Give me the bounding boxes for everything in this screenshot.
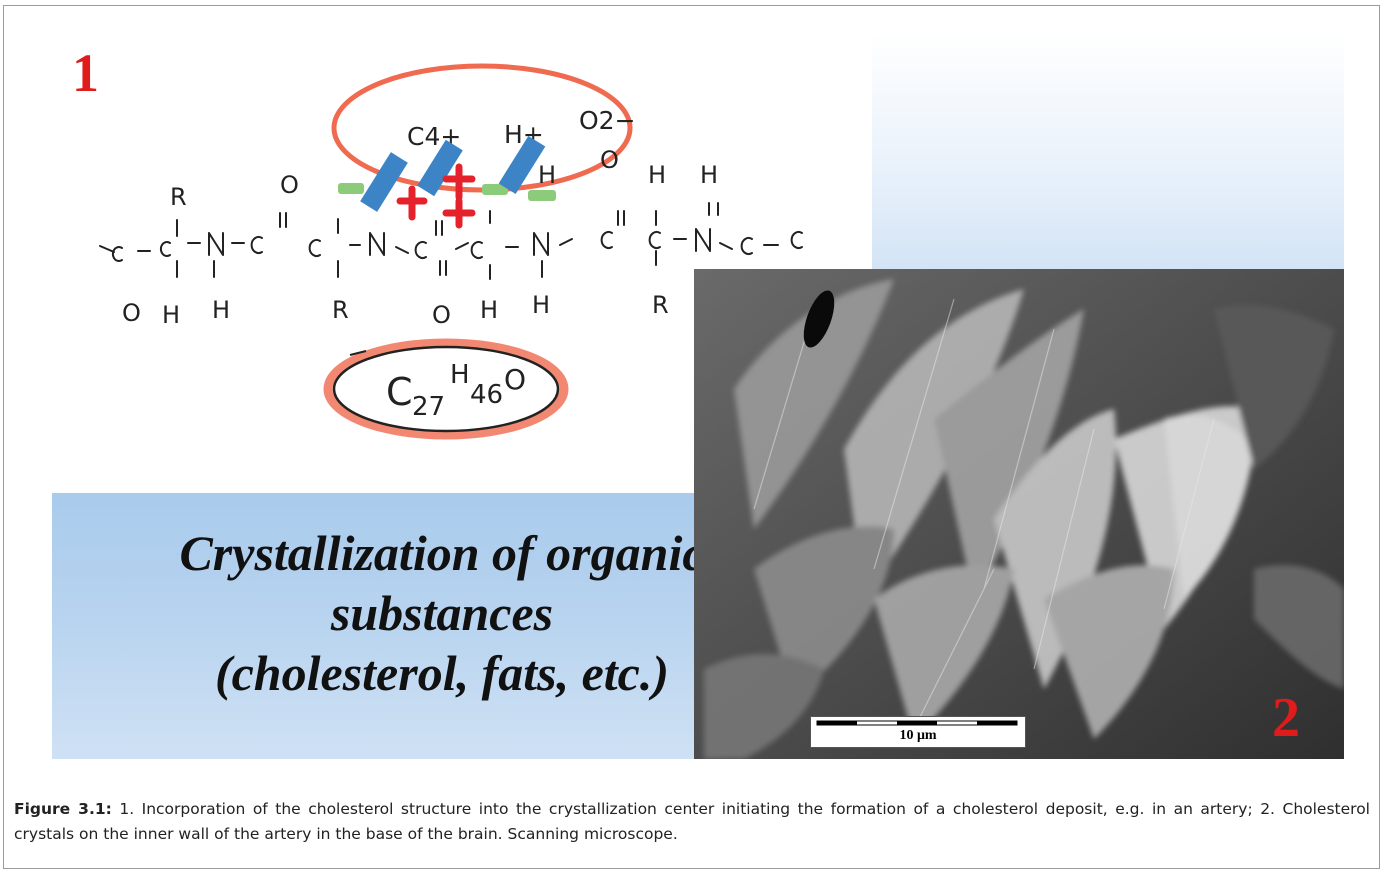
svg-text:H: H — [648, 161, 666, 189]
svg-text:46: 46 — [470, 380, 503, 410]
svg-text:O: O — [432, 301, 451, 329]
svg-text:H: H — [538, 161, 556, 189]
minus-marks — [338, 183, 556, 201]
svg-text:H: H — [532, 291, 550, 319]
svg-text:R: R — [332, 296, 349, 324]
svg-text:27: 27 — [412, 392, 445, 422]
panel-2-label: 2 — [1272, 687, 1300, 749]
svg-text:O: O — [280, 171, 299, 199]
title-line: (cholesterol, fats, etc.) — [214, 645, 670, 701]
svg-text:H: H — [480, 296, 498, 324]
scale-label: 10 μm — [899, 728, 937, 743]
svg-text:H: H — [450, 360, 470, 390]
figure-panel: C4+ H+ O2− — [52, 33, 1344, 759]
svg-text:O: O — [600, 146, 619, 174]
sem-micrograph: 10 μm — [694, 269, 1344, 759]
title-line: Crystallization of organic — [179, 525, 705, 581]
blue-title-background — [52, 493, 697, 759]
peptide-chain — [99, 202, 803, 280]
crystallization-title: Crystallization of organic substances (c… — [92, 523, 792, 703]
ion-o-label: O2− — [579, 106, 636, 135]
formula-ring-outer — [323, 338, 569, 440]
panel-1-label: 1 — [72, 43, 99, 103]
plus-marks — [396, 163, 476, 229]
svg-text:O: O — [122, 299, 141, 327]
svg-text:H: H — [162, 301, 180, 329]
molecule-sketch: C4+ H+ O2− — [99, 63, 803, 440]
svg-text:R: R — [652, 291, 669, 319]
title-line: substances — [330, 585, 554, 641]
svg-text:C: C — [386, 370, 413, 414]
scale-bar: 10 μm — [810, 716, 1026, 748]
figure-caption: Figure 3.1: 1. Incorporation of the chol… — [14, 797, 1370, 847]
caption-label: Figure 3.1: — [14, 800, 112, 818]
gradient-background — [872, 33, 1344, 269]
svg-text:R: R — [170, 183, 187, 211]
caption-text: 1. Incorporation of the cholesterol stru… — [14, 800, 1370, 843]
svg-text:O: O — [504, 363, 526, 396]
svg-text:H: H — [212, 296, 230, 324]
figure-frame: C4+ H+ O2− — [3, 5, 1380, 869]
bond-bars — [360, 135, 546, 212]
cholesterol-formula: C 27 H 46 O — [386, 360, 526, 422]
formula-ring — [332, 345, 560, 433]
crystal-texture — [694, 269, 1344, 759]
chain-atoms: R O O H H R O H H H O H H R — [122, 146, 718, 329]
svg-text:H: H — [700, 161, 718, 189]
